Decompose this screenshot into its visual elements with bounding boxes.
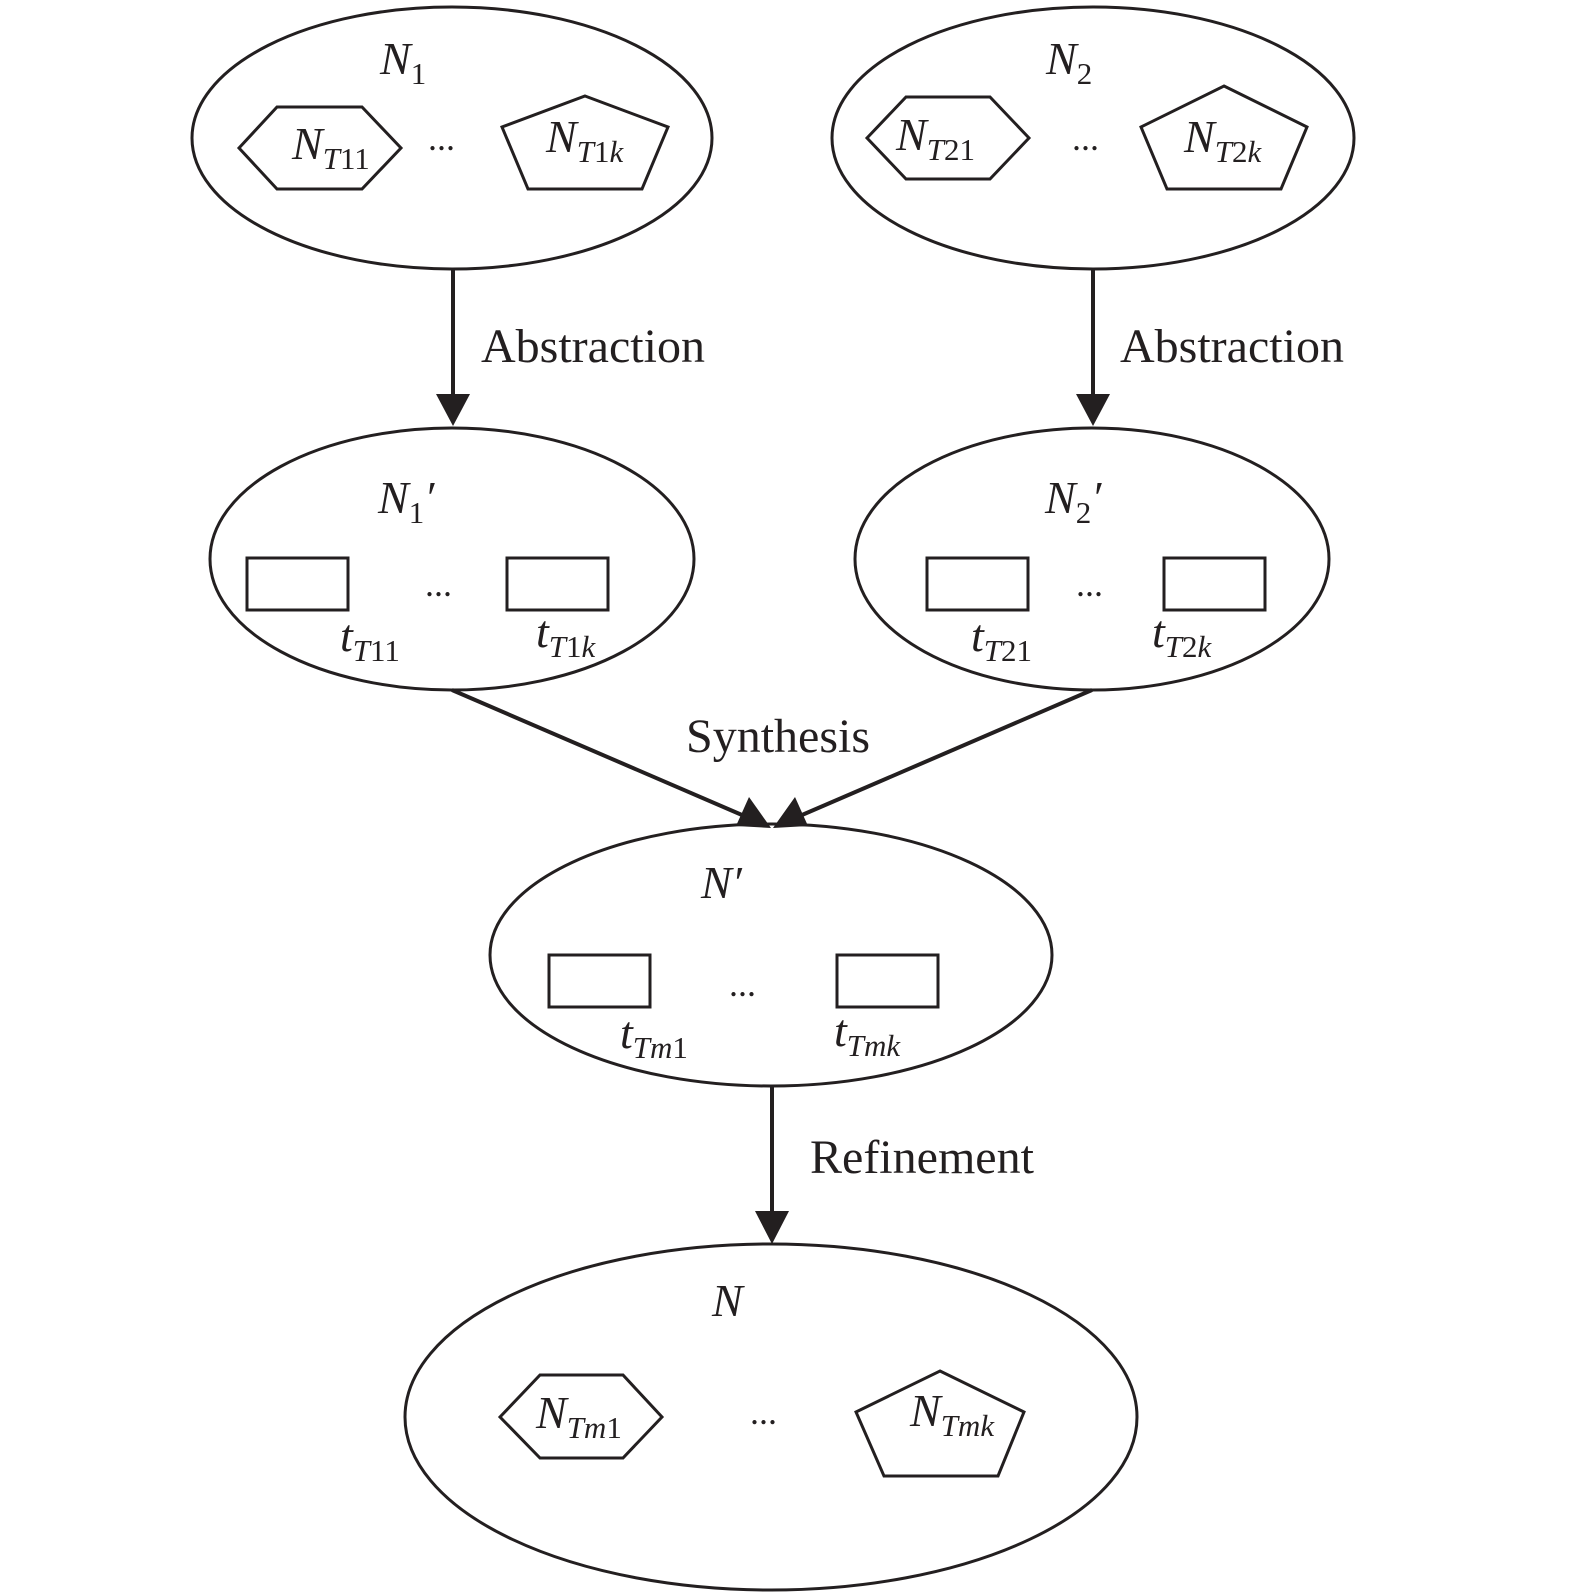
node-n2-item-2-label: NT2k [1183, 111, 1262, 169]
edge-refinement: Refinement [755, 1086, 1035, 1244]
node-n2-label: N2 [1045, 33, 1092, 91]
arrow-line [801, 688, 1093, 817]
node-n1-prime-ellipsis: ... [425, 564, 452, 604]
node-n2-item-1-label: NT21 [895, 109, 975, 167]
arrow-head-icon [773, 797, 808, 828]
hexagon-icon [864, 95, 1032, 181]
pentagon-icon [500, 94, 670, 191]
node-n-prime-label: N′ [700, 857, 743, 908]
node-n-item-1-label: NTm1 [535, 1387, 622, 1445]
arrow-line [451, 688, 743, 817]
node-n-prime-ellipsis: ... [729, 964, 756, 1004]
abstraction-left-label: Abstraction [481, 320, 705, 373]
node-n2-prime: N2′ tT21 ... tT2k [853, 426, 1331, 692]
edge-abstraction-right: Abstraction [1076, 269, 1344, 426]
node-n1-prime-item-1-label: tT11 [340, 610, 400, 668]
arrow-head-icon [1076, 394, 1110, 426]
node-n2-prime-item-1-label: tT21 [971, 610, 1032, 668]
node-n-prime-item-1-label: tTm1 [620, 1007, 688, 1065]
transition-box [835, 953, 940, 1009]
node-n-ellipsis: ... [750, 1392, 777, 1432]
synthesis-label: Synthesis [686, 710, 870, 763]
transition-box [505, 556, 610, 612]
edge-abstraction-left: Abstraction [436, 269, 705, 426]
transition-box [925, 556, 1030, 612]
node-n1-ellipsis: ... [428, 118, 455, 158]
pentagon-icon [1139, 84, 1309, 191]
node-n2-prime-ellipsis: ... [1076, 564, 1103, 604]
transition-box [1162, 556, 1267, 612]
node-n2-prime-item-2-label: tT2k [1152, 606, 1213, 664]
node-n1-item-1-label: NT11 [291, 118, 370, 176]
node-n-prime-item-2-label: tTmk [834, 1005, 901, 1063]
hexagon-icon [236, 105, 404, 191]
node-n-prime: N′ tTm1 ... tTmk [488, 822, 1054, 1088]
node-n2-prime-label: N2′ [1044, 472, 1102, 530]
arrow-head-icon [755, 1211, 789, 1244]
transition-box [547, 953, 652, 1009]
abstraction-right-label: Abstraction [1120, 320, 1344, 373]
transition-box [245, 556, 350, 612]
node-n: N NTm1 ... NTmk [403, 1242, 1139, 1592]
node-n2: N2 NT21 ... NT2k [830, 5, 1356, 271]
node-n1-label: N1 [379, 33, 426, 91]
node-n-label: N [711, 1275, 745, 1326]
edge-synthesis: Synthesis [451, 688, 1093, 828]
pentagon-icon [854, 1369, 1026, 1478]
node-n1-item-2-label: NT1k [545, 111, 624, 169]
node-n1-prime-item-2-label: tT1k [536, 606, 597, 664]
node-n2-ellipsis: ... [1072, 118, 1099, 158]
node-n-item-2-label: NTmk [909, 1385, 995, 1443]
node-n1: N1 NT11 ... NT1k [190, 5, 714, 271]
node-n1-prime-label: N1′ [377, 472, 435, 530]
hexagon-icon [497, 1373, 665, 1460]
arrow-head-icon [436, 394, 470, 426]
node-n-ellipse [403, 1242, 1139, 1592]
node-n1-prime: N1′ tT11 ... tT1k [208, 426, 696, 692]
refinement-label: Refinement [810, 1131, 1035, 1184]
arrow-head-icon [736, 797, 771, 828]
